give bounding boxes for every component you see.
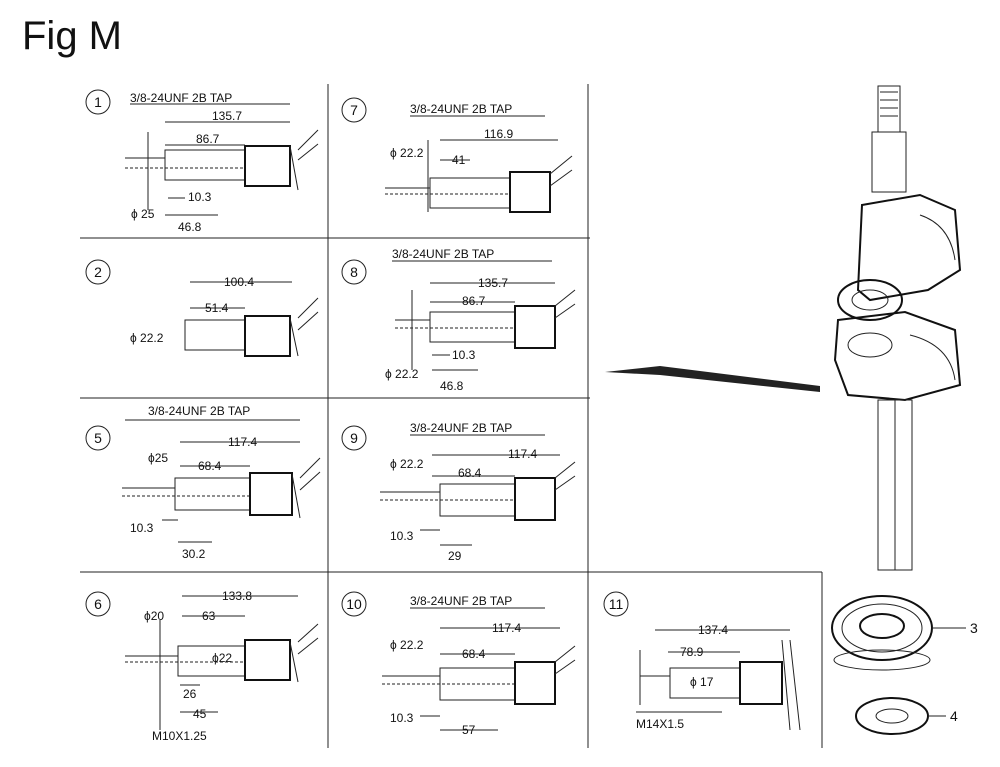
shaft-drawing [122, 457, 321, 519]
dimension-label: ϕ 22.2 [130, 331, 164, 345]
dimension-label: 26 [183, 687, 197, 701]
panel-number: 9 [350, 430, 358, 446]
shaft-drawing [380, 461, 576, 521]
dimension-label: 135.7 [212, 109, 242, 123]
thread-spec: 3/8-24UNF 2B TAP [410, 421, 512, 435]
panel-7: 7 3/8-24UNF 2B TAP 116.9 ϕ 22.2 41 [341, 97, 573, 213]
shaft-drawing [640, 639, 801, 731]
panel-number-badge [85, 591, 111, 617]
thread-spec: M14X1.5 [636, 717, 684, 731]
panel-number: 1 [94, 94, 102, 110]
panel-11: 11 137.4 78.9 ϕ 17 M14X1.5 [603, 591, 801, 731]
shaft-drawing [395, 289, 576, 349]
thread-spec: 3/8-24UNF 2B TAP [410, 102, 512, 116]
figure-title: Fig M [22, 14, 122, 58]
panel-10: 10 3/8-24UNF 2B TAP 117.4 ϕ 22.2 68.4 10… [341, 591, 576, 737]
thread-spec: 3/8-24UNF 2B TAP [148, 404, 250, 418]
dimension-label: 10.3 [452, 348, 476, 362]
shaft-drawing [184, 297, 319, 357]
dimension-label: 86.7 [196, 132, 220, 146]
panel-number: 11 [609, 596, 624, 612]
dimension-label: 133.8 [222, 589, 252, 603]
thread-spec: M10X1.25 [152, 729, 207, 743]
dimension-label: 46.8 [178, 220, 202, 234]
panel-number: 2 [94, 264, 102, 280]
callout-number: 3 [970, 620, 978, 636]
callout-number: 4 [950, 708, 958, 724]
dimension-label: 51.4 [205, 301, 229, 315]
panel-number-badge [341, 425, 367, 451]
dimension-label: ϕ 25 [131, 207, 155, 221]
shaft-drawing [385, 155, 573, 213]
panel-number-badge [85, 259, 111, 285]
dimension-label: 29 [448, 549, 462, 563]
dimension-label: ϕ 22.2 [385, 367, 419, 381]
dimension-label: ϕ20 [144, 609, 164, 623]
panel-number: 6 [94, 596, 102, 612]
dimension-label: 135.7 [478, 276, 508, 290]
panel-9: 9 3/8-24UNF 2B TAP 117.4 ϕ 22.2 68.4 10.… [341, 421, 576, 563]
dimension-label: ϕ 22.2 [390, 638, 424, 652]
dimension-label: 86.7 [462, 294, 486, 308]
dimension-label: 10.3 [188, 190, 212, 204]
panel-number-badge [341, 259, 367, 285]
dimension-label: 45 [193, 707, 207, 721]
washer-part: 4 [855, 697, 958, 735]
dimension-label: 10.3 [390, 711, 414, 725]
shaft-drawing [125, 129, 319, 191]
panel-6: 6 133.8 ϕ20 63 ϕ22 26 45 M10X1.25 [85, 589, 319, 743]
dimension-label: 117.4 [492, 621, 521, 635]
pointer-arrow [605, 366, 820, 392]
panel-8: 8 3/8-24UNF 2B TAP 135.7 86.7 10.3 ϕ 22.… [341, 247, 576, 393]
dimension-label: ϕ22 [212, 651, 232, 665]
panel-grid [80, 84, 823, 748]
dimension-label: 30.2 [182, 547, 206, 561]
dimension-label: ϕ 17 [690, 675, 714, 689]
panel-1: 1 3/8-24UNF 2B TAP 135.7 86.7 10.3 ϕ 25 … [85, 89, 319, 234]
dimension-label: 41 [452, 153, 466, 167]
crankshaft-drawing [833, 85, 962, 571]
thread-spec: 3/8-24UNF 2B TAP [410, 594, 512, 608]
panel-number-badge [341, 591, 367, 617]
dimension-label: 68.4 [458, 466, 482, 480]
dimension-label: 46.8 [440, 379, 464, 393]
dimension-label: 63 [202, 609, 216, 623]
dimension-label: 10.3 [390, 529, 414, 543]
panel-2: 2 100.4 51.4 ϕ 22.2 [85, 259, 319, 357]
panel-5: 5 3/8-24UNF 2B TAP 117.4 ϕ25 68.4 10.3 3… [85, 404, 321, 561]
dimension-label: 137.4 [698, 623, 728, 637]
panel-number: 7 [350, 102, 358, 118]
dimension-label: ϕ25 [148, 451, 168, 465]
panel-number: 5 [94, 430, 102, 446]
panel-number-badge [85, 89, 111, 115]
dimension-label: 57 [462, 723, 476, 737]
dimension-label: 116.9 [484, 127, 513, 141]
dimension-label: 100.4 [224, 275, 254, 289]
dimension-label: 68.4 [198, 459, 222, 473]
dimension-label: 10.3 [130, 521, 154, 535]
shaft-drawing [125, 623, 319, 683]
gear-part: 3 [831, 595, 978, 671]
panel-number: 10 [346, 596, 362, 612]
thread-spec: 3/8-24UNF 2B TAP [392, 247, 494, 261]
shaft-drawing [382, 645, 576, 705]
thread-spec: 3/8-24UNF 2B TAP [130, 91, 232, 105]
dimension-label: 78.9 [680, 645, 704, 659]
dimension-label: 68.4 [462, 647, 486, 661]
dimension-label: ϕ 22.2 [390, 457, 424, 471]
panel-number-badge [341, 97, 367, 123]
panel-number-badge [85, 425, 111, 451]
panel-number-badge [603, 591, 629, 617]
panel-number: 8 [350, 264, 358, 280]
dimension-label: ϕ 22.2 [390, 146, 424, 160]
dimension-label: 117.4 [508, 447, 537, 461]
dimension-label: 117.4 [228, 435, 257, 449]
